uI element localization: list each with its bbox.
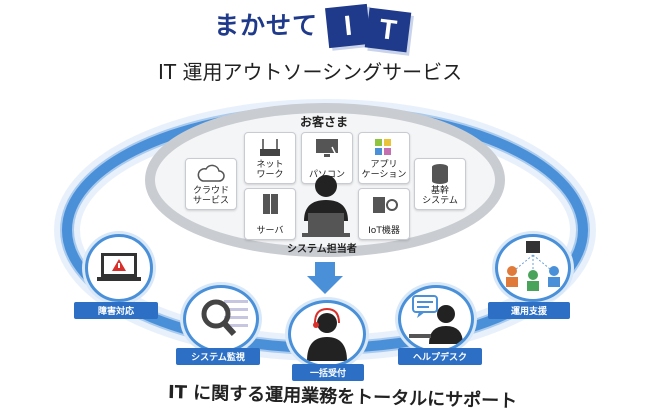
brand-prefix: まかせて (214, 11, 319, 40)
service-label-helpdesk: ヘルプデスク (398, 348, 482, 365)
page-subtitle: IT 運用アウトソーシングサービス (158, 60, 463, 84)
card-iot: IoT機器 (358, 188, 410, 240)
card-label: ネット ワーク (256, 160, 284, 180)
brand-tile-t: T (364, 7, 412, 53)
card-label: クラウド サービス (192, 186, 229, 206)
card-label: サーバ (256, 226, 284, 236)
card-label: アプリ ケーション (361, 160, 407, 180)
server-icon (263, 194, 278, 214)
card-application: アプリ ケーション (358, 132, 410, 184)
service-label-reception: 一括受付 (292, 364, 364, 381)
iot-device-icon (373, 197, 398, 213)
service-label-monitoring: システム監視 (176, 348, 260, 365)
magnifier-icon (201, 299, 248, 337)
service-monitoring (183, 285, 259, 353)
database-icon (432, 164, 448, 184)
chat-support-icon (409, 295, 463, 344)
service-helpdesk (398, 285, 474, 353)
laptop-warning-icon (97, 253, 141, 281)
card-label: 基幹 システム (422, 186, 458, 206)
monitor-icon (316, 139, 338, 157)
service-incident (85, 234, 153, 302)
app-grid-icon (375, 139, 391, 155)
customer-title: お客さま (300, 115, 349, 129)
brand-tile-i: I (325, 3, 371, 49)
card-label: IoT機器 (368, 226, 400, 236)
card-network: ネット ワーク (244, 132, 296, 184)
admin-person-icon (302, 175, 350, 237)
down-arrow (307, 262, 343, 294)
service-reception (288, 300, 366, 368)
card-core-system: 基幹 システム (414, 158, 466, 210)
admin-label: システム担当者 (287, 244, 357, 255)
card-cloud-service: クラウド サービス (185, 158, 237, 210)
service-label-operation: 運用支援 (488, 302, 570, 319)
team-network-icon (506, 241, 560, 291)
service-operation (495, 234, 571, 302)
headset-operator-icon (307, 307, 347, 361)
cloud-icon (197, 164, 225, 182)
router-icon (260, 139, 280, 156)
service-label-incident: 障害対応 (74, 302, 158, 319)
card-label: パソコン (308, 170, 345, 180)
card-server: サーバ (244, 188, 296, 240)
